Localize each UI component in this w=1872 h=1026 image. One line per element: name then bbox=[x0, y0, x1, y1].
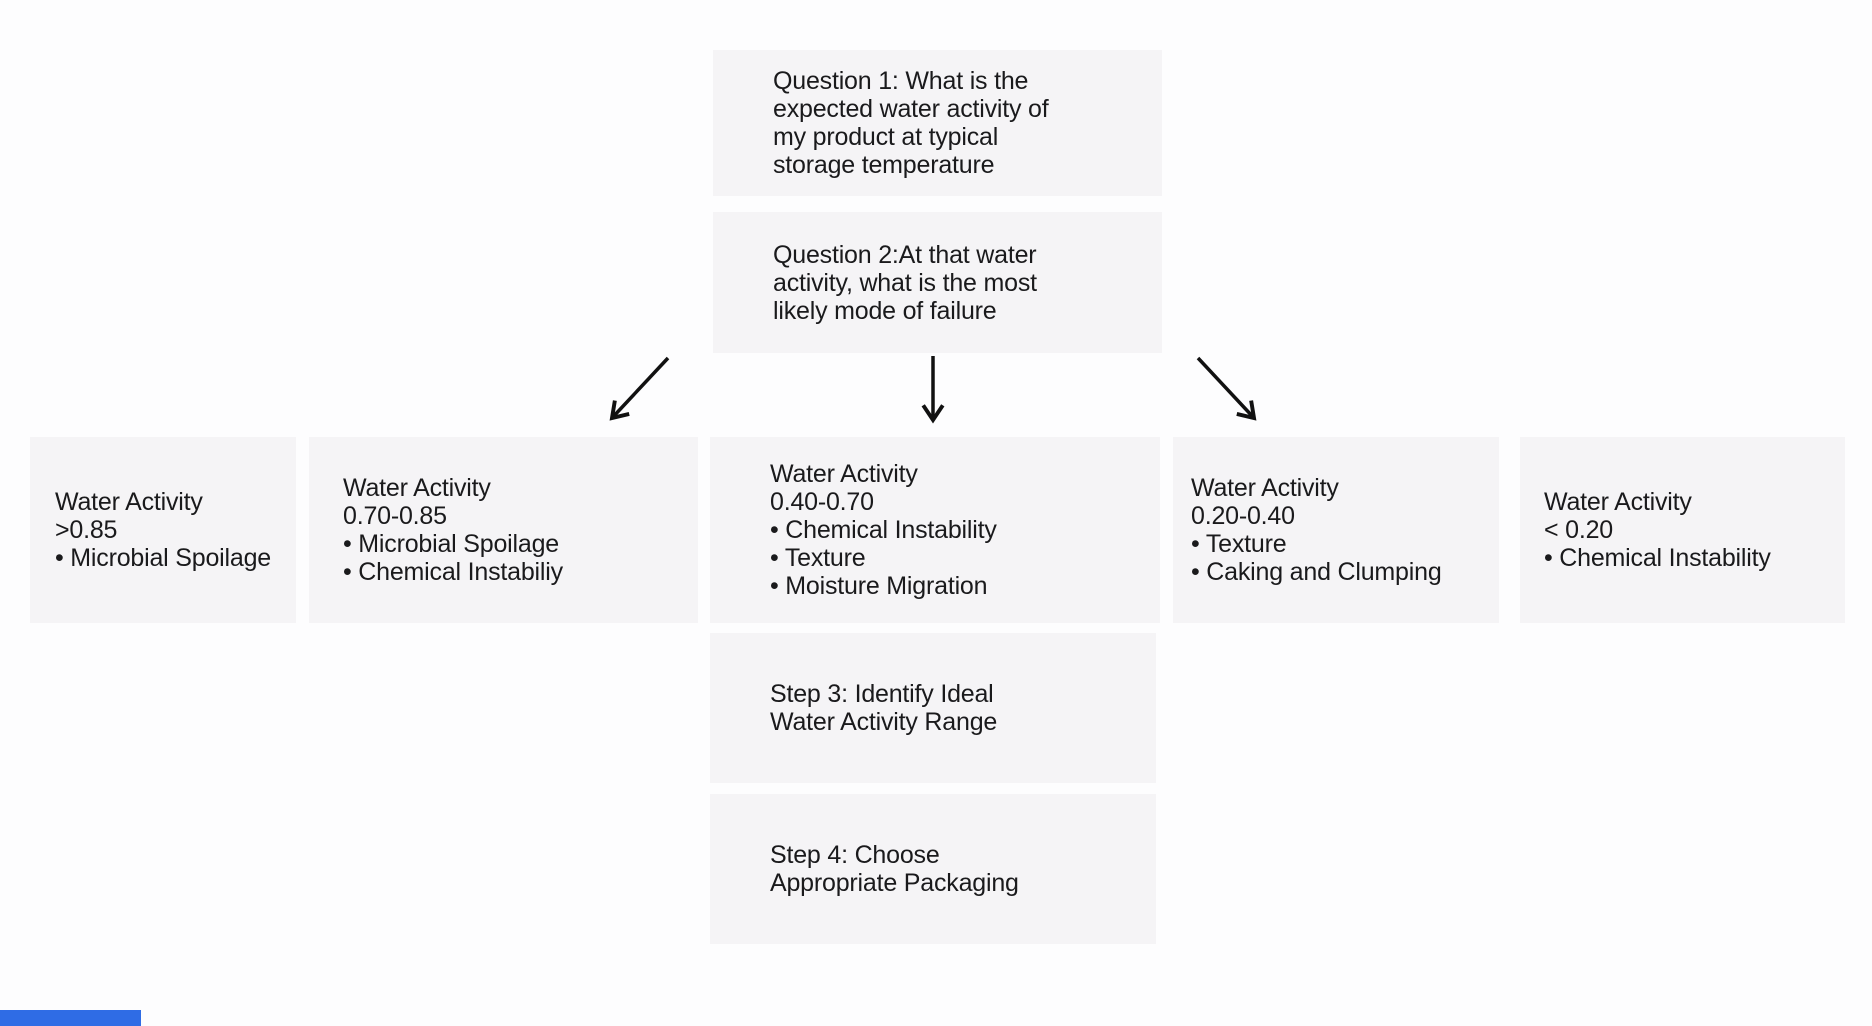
branch-box-020-040: Water Activity 0.20-0.40 • Texture• Caki… bbox=[1173, 437, 1499, 623]
branch-title: Water Activity bbox=[1544, 488, 1692, 516]
video-progress-bar[interactable] bbox=[0, 1010, 141, 1026]
branch-range: >0.85 bbox=[55, 516, 118, 544]
branch-bullets: • Microbial Spoilage• Chemical Instabili… bbox=[343, 530, 563, 586]
branch-box-above-085: Water Activity >0.85 • Microbial Spoilag… bbox=[30, 437, 296, 623]
bullet-item: • Microbial Spoilage bbox=[343, 530, 559, 558]
question2-text: Question 2:At that water activity, what … bbox=[773, 240, 1037, 325]
branch-title: Water Activity bbox=[343, 474, 491, 502]
bullet-item: • Moisture Migration bbox=[770, 572, 988, 600]
bullet-item: • Caking and Clumping bbox=[1191, 558, 1442, 586]
step3-box: Step 3: Identify Ideal Water Activity Ra… bbox=[710, 633, 1156, 783]
branch-box-below-020: Water Activity < 0.20 • Chemical Instabi… bbox=[1520, 437, 1845, 623]
branch-bullets: • Microbial Spoilage bbox=[55, 544, 271, 572]
arrow-down-left-icon bbox=[609, 356, 670, 421]
question1-text: Question 1: What is the expected water a… bbox=[773, 67, 1049, 179]
bullet-item: • Chemical Instability bbox=[1544, 544, 1771, 572]
bullet-item: • Texture bbox=[770, 544, 866, 572]
branch-range: < 0.20 bbox=[1544, 516, 1614, 544]
step4-text: Step 4: Choose Appropriate Packaging bbox=[770, 841, 1019, 897]
bullet-item: • Chemical Instabiliy bbox=[343, 558, 563, 586]
branch-bullets: • Texture• Caking and Clumping bbox=[1191, 530, 1442, 586]
branch-box-040-070: Water Activity 0.40-0.70 • Chemical Inst… bbox=[710, 437, 1160, 623]
arrow-down-right-icon bbox=[1196, 356, 1257, 421]
branch-bullets: • Chemical Instability bbox=[1544, 544, 1771, 572]
branch-range: 0.70-0.85 bbox=[343, 502, 447, 530]
question1-box: Question 1: What is the expected water a… bbox=[713, 50, 1162, 196]
step3-text: Step 3: Identify Ideal Water Activity Ra… bbox=[770, 680, 998, 736]
bullet-item: • Chemical Instability bbox=[770, 516, 997, 544]
branch-range: 0.20-0.40 bbox=[1191, 502, 1295, 530]
step4-box: Step 4: Choose Appropriate Packaging bbox=[710, 794, 1156, 944]
branch-title: Water Activity bbox=[770, 460, 918, 488]
branch-title: Water Activity bbox=[1191, 474, 1339, 502]
bullet-item: • Texture bbox=[1191, 530, 1287, 558]
branch-box-070-085: Water Activity 0.70-0.85 • Microbial Spo… bbox=[309, 437, 698, 623]
branch-title: Water Activity bbox=[55, 488, 203, 516]
question2-box: Question 2:At that water activity, what … bbox=[713, 212, 1162, 353]
branch-range: 0.40-0.70 bbox=[770, 488, 874, 516]
bullet-item: • Microbial Spoilage bbox=[55, 544, 271, 572]
branch-bullets: • Chemical Instability• Texture• Moistur… bbox=[770, 516, 997, 600]
